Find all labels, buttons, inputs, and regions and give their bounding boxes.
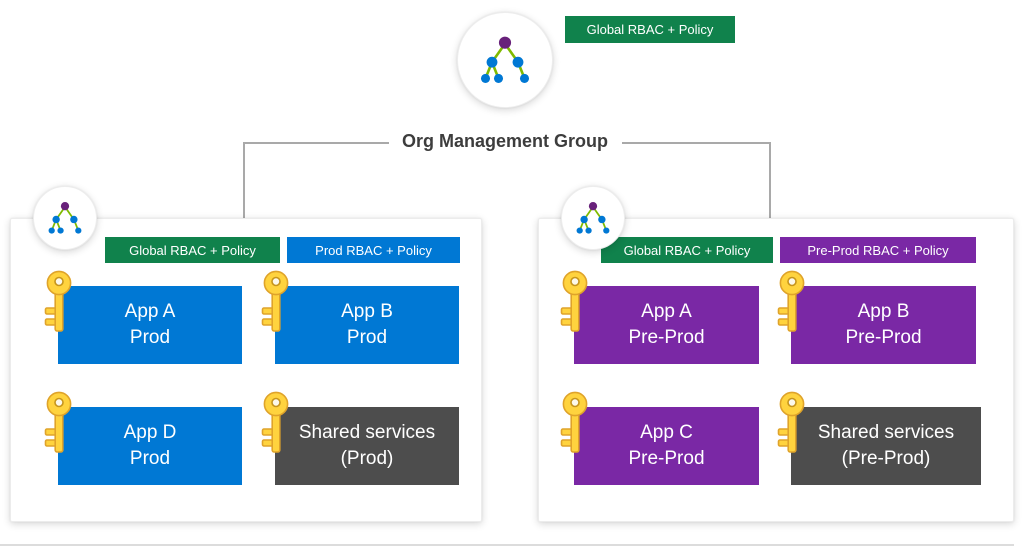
box-line1: App A	[641, 301, 692, 323]
management-group-icon	[479, 35, 531, 85]
prod-global-rbac-badge: Global RBAC + Policy	[105, 237, 280, 263]
box-line2: Pre-Prod	[628, 448, 705, 469]
subscription-box-app-b-preprod: App B Pre-Prod	[791, 286, 976, 364]
org-management-group-label: Org Management Group	[401, 131, 608, 151]
preprod-node-circle	[561, 186, 625, 250]
key-icon	[774, 270, 810, 334]
connector-right-vertical	[769, 142, 771, 219]
subscription-box-app-b-prod: App B Prod	[275, 286, 459, 364]
prod-rbac-badge: Prod RBAC + Policy	[287, 237, 460, 263]
box-line1: App C	[640, 422, 693, 444]
subscription-box-app-d-prod: App D Prod	[58, 407, 242, 485]
box-line2: Prod	[129, 327, 171, 348]
org-root-node-circle	[457, 12, 553, 108]
preprod-rbac-badge: Pre-Prod RBAC + Policy	[780, 237, 976, 263]
subscription-box-shared-services-preprod: Shared services (Pre-Prod)	[791, 407, 981, 485]
key-icon	[557, 270, 593, 334]
root-global-rbac-badge: Global RBAC + Policy	[565, 16, 735, 43]
preprod-global-rbac-badge: Global RBAC + Policy	[601, 237, 773, 263]
key-icon	[258, 270, 294, 334]
box-line2: (Prod)	[340, 448, 394, 469]
box-line2: (Pre-Prod)	[841, 448, 931, 469]
subscription-box-app-a-preprod: App A Pre-Prod	[574, 286, 759, 364]
key-icon	[41, 270, 77, 334]
subscription-box-app-a-prod: App A Prod	[58, 286, 242, 364]
box-line2: Prod	[129, 448, 171, 469]
connector-left-vertical	[243, 142, 245, 219]
box-line1: App A	[124, 301, 176, 323]
box-line1: App B	[341, 301, 393, 323]
box-line2: Pre-Prod	[628, 327, 705, 348]
box-line2: Pre-Prod	[845, 327, 922, 348]
preprod-management-group-panel: Global RBAC + Policy Pre-Prod RBAC + Pol…	[538, 186, 1014, 522]
box-line1: App B	[857, 301, 910, 323]
key-icon	[774, 391, 810, 455]
prod-management-group-panel: Global RBAC + Policy Prod RBAC + Policy …	[10, 186, 482, 522]
prod-node-circle	[33, 186, 97, 250]
management-group-icon	[575, 201, 611, 235]
bottom-border-line	[0, 544, 1014, 546]
box-line1: Shared services	[298, 422, 436, 444]
subscription-box-shared-services-prod: Shared services (Prod)	[275, 407, 459, 485]
box-line2: Prod	[346, 327, 388, 348]
key-icon	[41, 391, 77, 455]
connector-left-horizontal	[243, 142, 389, 144]
box-line1: Shared services	[817, 422, 955, 444]
subscription-box-app-c-preprod: App C Pre-Prod	[574, 407, 759, 485]
connector-right-horizontal	[622, 142, 771, 144]
management-group-icon	[47, 201, 83, 235]
key-icon	[258, 391, 294, 455]
key-icon	[557, 391, 593, 455]
box-line1: App D	[123, 422, 177, 444]
